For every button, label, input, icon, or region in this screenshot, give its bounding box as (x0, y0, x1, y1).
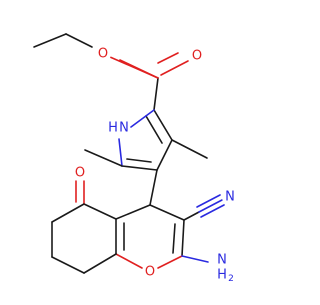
bond-pyrrole-c5-n (118, 138, 123, 167)
molecule-structure: O O H N O O N N H 2 (33, 33, 245, 284)
bond-nitrile-triple-2 (200, 204, 225, 218)
bond-pyrrole-n-c2 (130, 109, 155, 128)
bond-pyrrole-c4-chromene-c4 (149, 169, 158, 206)
bond-ester-c-o-upper (119, 59, 159, 79)
bond-ester-c-pyrrole (153, 77, 159, 111)
bond-o1-c8a (115, 253, 143, 269)
bond-pyrrole-c2-c3 (153, 109, 173, 141)
amine-h2-subscript: 2 (228, 274, 234, 284)
bond-ethyl-ch2-o (65, 33, 93, 48)
bond-c3-c2-double (172, 223, 176, 254)
bond-ester-carbonyl-double-1 (160, 60, 189, 76)
atom-amine: N H 2 (211, 253, 245, 284)
atom-ketone-o: O (72, 165, 88, 181)
bond-c4a-c5 (83, 203, 117, 220)
bond-c4-c3 (149, 204, 185, 221)
bond-nitrile-triple-1 (198, 199, 223, 213)
bond-pyrrole-c4-c5 (121, 165, 158, 171)
bond-ester-carbonyl-double-2 (157, 52, 179, 64)
bond-c3-c2 (181, 219, 185, 257)
bond-nitrile-triple-3 (196, 194, 221, 208)
bond-c7-c8 (51, 256, 85, 274)
bond-c2-nh2 (181, 255, 209, 263)
bond-c4a-c4 (115, 204, 151, 220)
bond-c5-c6 (51, 203, 85, 223)
ester-ether-o-label: O (98, 47, 108, 62)
nitrile-n-label: N (225, 190, 235, 205)
atom-pyran-o: O (142, 264, 158, 280)
ester-carbonyl-o-label: O (192, 49, 202, 64)
ketone-o-label: O (75, 166, 85, 181)
atom-ester-carbonyl-o: O (189, 48, 205, 64)
bond-pyrrole-c4-c5-double (126, 158, 152, 163)
pyrrole-h-label: H (108, 121, 118, 136)
bond-c2-o1 (157, 255, 183, 269)
bond-pyrrole-c2-c3-double (145, 115, 163, 144)
atom-nitrile-n: N (222, 189, 238, 205)
pyran-o-label: O (145, 265, 155, 280)
atom-pyrrole-nh: H N (108, 118, 130, 138)
pyrrole-n-label: N (119, 121, 129, 136)
bond-c3-cn-c (183, 211, 200, 221)
bond-pyrrole-c5-methyl (84, 149, 123, 167)
atom-ester-ether-o: O (95, 46, 111, 62)
molecule-svg: O O H N O O N N H 2 (33, 33, 245, 284)
bond-pyrrole-c3-c4 (156, 139, 173, 171)
bond-pyrrole-c3-methyl (171, 139, 208, 159)
amine-n-label: N (217, 253, 227, 268)
amine-h-label: H (217, 268, 227, 283)
bond-c8-c8a (83, 253, 117, 274)
bond-ethyl-ch3-ch2 (33, 33, 67, 48)
